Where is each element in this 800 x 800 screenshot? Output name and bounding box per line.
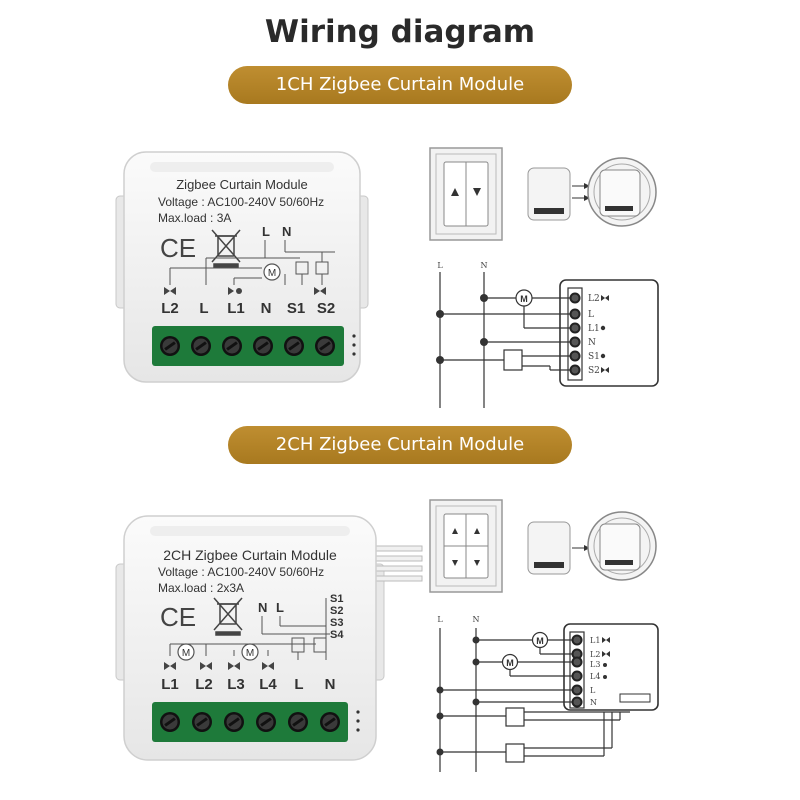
box-terminal-label: L1 bbox=[590, 636, 600, 645]
circuit-diagram-1ch bbox=[439, 272, 659, 408]
motor-icon bbox=[515, 289, 533, 307]
module-label-n: N bbox=[282, 224, 291, 239]
module-1ch: Zigbee Curtain Module Voltage : AC100-24… bbox=[115, 151, 369, 383]
terminal-label-s2: S2 bbox=[317, 300, 335, 317]
module-label-l: L bbox=[262, 224, 270, 239]
switch-label-s4: S4 bbox=[330, 629, 344, 641]
box-terminal-label: L4 bbox=[590, 672, 600, 681]
terminal-label-n: N bbox=[261, 300, 272, 317]
indicator-dots bbox=[356, 710, 360, 732]
terminal-label-l2: L2 bbox=[195, 676, 213, 693]
switch-label-s1: S1 bbox=[330, 593, 343, 605]
section-banner-1ch: 1CH Zigbee Curtain Module bbox=[228, 66, 572, 104]
module-label-l: L bbox=[276, 600, 284, 615]
terminal-label-l4: L4 bbox=[259, 676, 277, 693]
box-terminal-label: N bbox=[588, 338, 596, 348]
box-terminal-symbols-2ch bbox=[602, 637, 651, 703]
junction-dots-1ch bbox=[436, 294, 488, 364]
module-label-n: N bbox=[258, 600, 267, 615]
line-label-n: N bbox=[481, 261, 488, 270]
terminal-block bbox=[152, 702, 348, 742]
terminal-arrows bbox=[164, 662, 274, 670]
terminal-label-l2: L2 bbox=[161, 300, 179, 317]
terminal-block bbox=[152, 326, 344, 366]
terminal-label-l: L bbox=[199, 300, 208, 317]
weee-bin-icon bbox=[213, 597, 243, 636]
module-schematic bbox=[169, 598, 330, 660]
terminal-label-l3: L3 bbox=[227, 676, 245, 693]
module-name: Zigbee Curtain Module bbox=[176, 177, 308, 192]
wall-switch-2ch bbox=[429, 499, 503, 593]
motor-icon bbox=[177, 643, 195, 661]
junction-dots-2ch bbox=[436, 636, 480, 756]
module-max-load: Max.load : 2x3A bbox=[158, 581, 244, 595]
module-voltage: Voltage : AC100-240V 50/60Hz bbox=[158, 195, 324, 209]
module-max-load: Max.load : 3A bbox=[158, 211, 231, 225]
terminal-label-s1: S1 bbox=[287, 300, 305, 317]
ce-mark: CE bbox=[160, 602, 196, 632]
module-2ch: 2CH Zigbee Curtain Module Voltage : AC10… bbox=[115, 515, 423, 761]
box-terminal-screws-1ch bbox=[569, 292, 581, 376]
module-in-wallbox-illustration-1ch bbox=[527, 157, 657, 227]
motor-label: M bbox=[246, 648, 254, 659]
box-terminal-label: L3 bbox=[590, 660, 600, 669]
wall-switch-1ch bbox=[429, 147, 503, 241]
circuit-diagram-2ch bbox=[439, 623, 659, 772]
page-title: Wiring diagram bbox=[264, 14, 536, 50]
line-label-l: L bbox=[437, 615, 443, 624]
module-in-wallbox-illustration-2ch bbox=[527, 511, 657, 581]
motor-icon bbox=[531, 631, 549, 649]
weee-bin-icon bbox=[211, 229, 241, 268]
terminal-label-l1: L1 bbox=[161, 676, 179, 693]
motor-icon bbox=[501, 653, 519, 671]
terminal-label-l1: L1 bbox=[227, 300, 245, 317]
box-terminal-screws-2ch bbox=[571, 634, 583, 708]
box-terminal-label: L bbox=[590, 686, 596, 695]
motor-icon bbox=[263, 263, 281, 281]
ce-mark: CE bbox=[160, 233, 196, 263]
section-banner-2ch: 2CH Zigbee Curtain Module bbox=[228, 426, 572, 464]
switch-label-s3: S3 bbox=[330, 617, 343, 629]
module-schematic bbox=[169, 240, 335, 285]
terminal-arrows bbox=[164, 287, 326, 295]
module-voltage: Voltage : AC100-240V 50/60Hz bbox=[158, 565, 324, 579]
motor-icon bbox=[241, 643, 259, 661]
terminal-label-n: N bbox=[325, 676, 336, 693]
switch-label-s2: S2 bbox=[330, 605, 343, 617]
indicator-dots bbox=[352, 334, 356, 356]
box-terminal-label: L2 bbox=[588, 294, 600, 304]
line-label-n: N bbox=[473, 615, 480, 624]
line-label-l: L bbox=[437, 261, 443, 270]
box-terminal-label: N bbox=[590, 698, 597, 707]
box-terminal-symbols-1ch bbox=[600, 295, 609, 373]
box-terminal-label: L bbox=[588, 310, 594, 320]
box-terminal-label: S1 bbox=[588, 352, 600, 362]
box-terminal-label: L1 bbox=[588, 324, 600, 334]
motor-label: M bbox=[520, 294, 528, 304]
box-terminal-label: S2 bbox=[588, 366, 600, 376]
motor-label: M bbox=[268, 268, 276, 279]
motor-label: M bbox=[506, 658, 514, 668]
box-terminal-label: L2 bbox=[590, 650, 600, 659]
module-name: 2CH Zigbee Curtain Module bbox=[163, 547, 337, 563]
terminal-label-l: L bbox=[294, 676, 303, 693]
motor-label: M bbox=[182, 648, 190, 659]
motor-label: M bbox=[536, 636, 544, 646]
